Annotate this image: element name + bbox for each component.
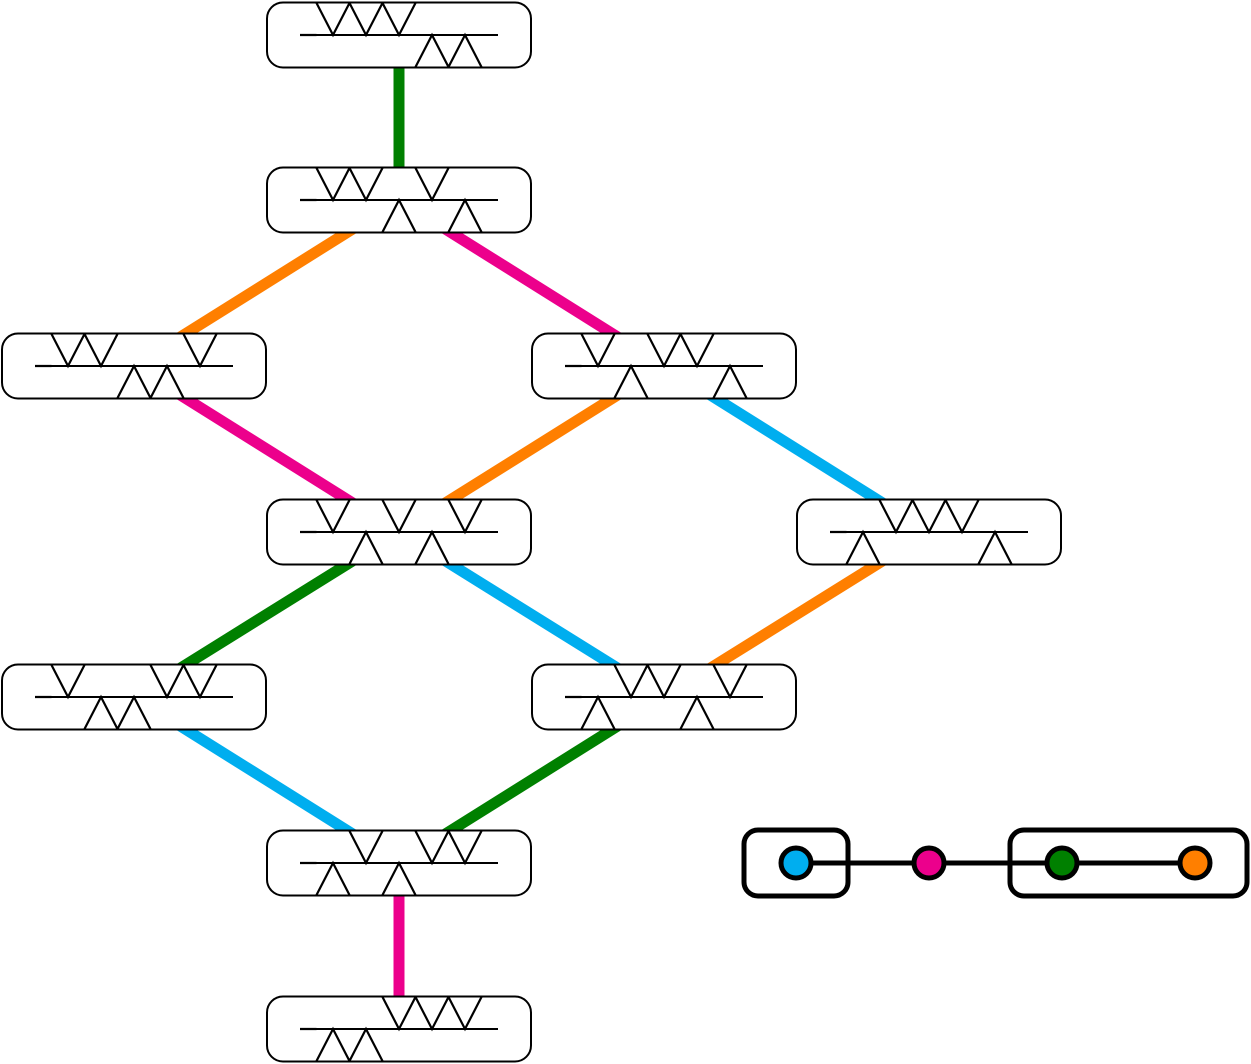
lattice-node-n9: [266, 829, 532, 897]
lattice-node-n1: [266, 1, 532, 69]
lattice-node-n4: [531, 332, 797, 400]
node-wedge-glyphs: [830, 499, 1013, 565]
lattice-node-n3: [1, 332, 267, 400]
legend-group-box-0: [741, 827, 851, 899]
lattice-node-n2: [266, 166, 532, 234]
legend-group-box-1: [1007, 827, 1250, 899]
lattice-node-n10: [266, 995, 532, 1063]
node-wedge-glyphs: [565, 333, 748, 399]
node-wedge-glyphs: [300, 499, 483, 565]
lattice-node-n6: [796, 498, 1062, 566]
lattice-node-n5: [266, 498, 532, 566]
legend-dot-orange: [1177, 845, 1213, 881]
nodes-layer: [1, 1, 1062, 1063]
node-wedge-glyphs: [300, 2, 483, 68]
lattice-node-n8: [531, 663, 797, 731]
node-wedge-glyphs: [300, 830, 483, 896]
legend-dot-magenta: [911, 845, 947, 881]
legend-dot-green: [1044, 845, 1080, 881]
node-wedge-glyphs: [565, 664, 748, 730]
node-wedge-glyphs: [35, 333, 218, 399]
lattice-node-n7: [1, 663, 267, 731]
node-wedge-glyphs: [300, 167, 483, 233]
node-wedge-glyphs: [300, 996, 483, 1062]
color-legend: [741, 827, 1250, 899]
legend-dot-blue: [778, 845, 814, 881]
node-wedge-glyphs: [35, 664, 218, 730]
